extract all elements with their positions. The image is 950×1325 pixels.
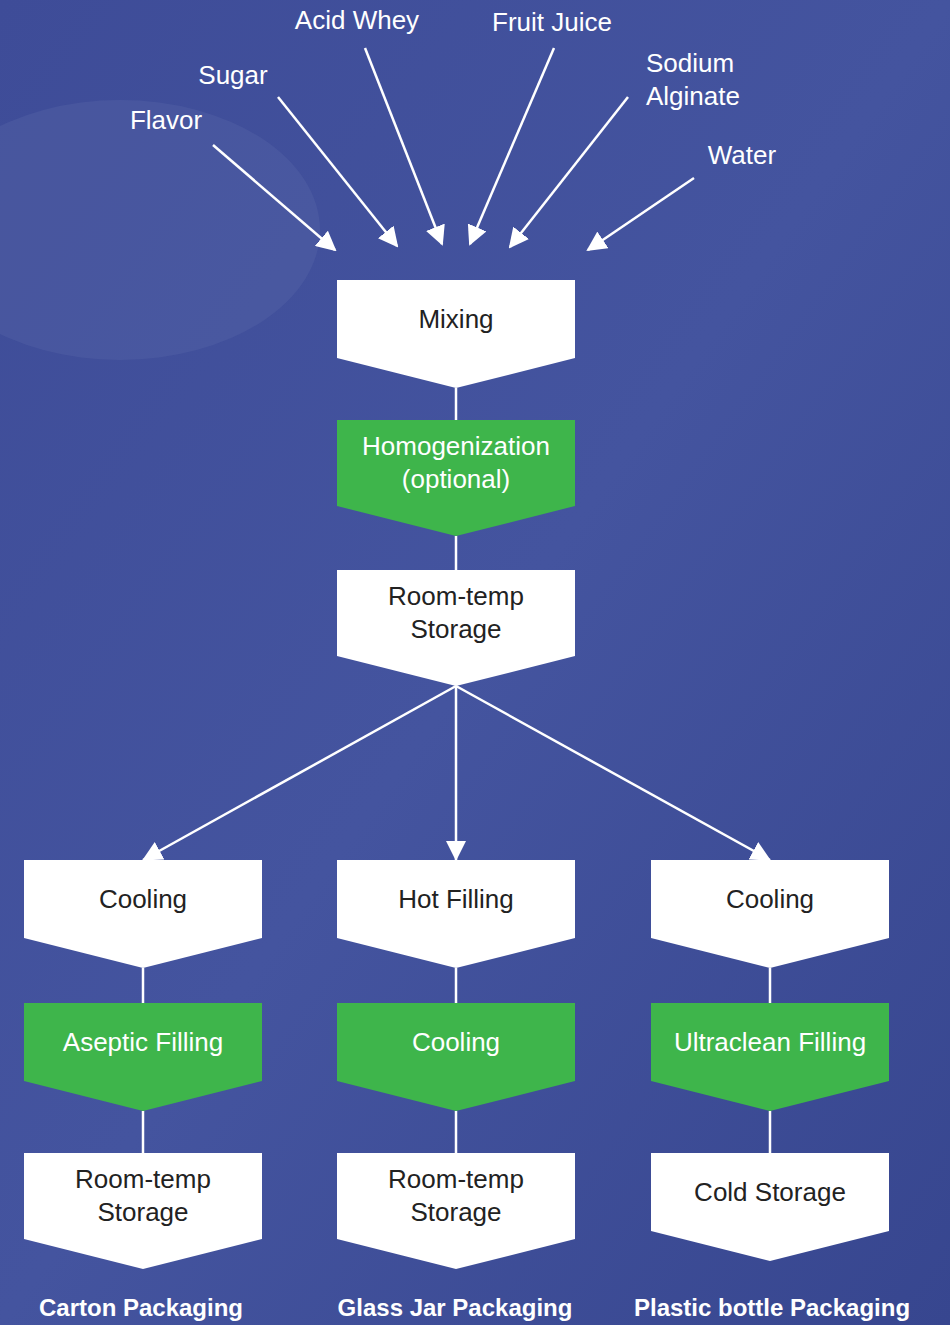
box-label: Cooling — [349, 1026, 563, 1059]
label-holder: Sugar — [198, 59, 267, 92]
packaging-label: Plastic bottle Packaging — [634, 1293, 910, 1323]
box-outline — [651, 1003, 889, 1111]
ingredient-label: Water — [708, 139, 776, 172]
box-label: Homogenization (optional) — [349, 430, 563, 496]
box-label: Aseptic Filling — [36, 1026, 250, 1059]
box-shape — [24, 860, 262, 968]
ingredient-arrow — [470, 48, 554, 244]
label-holder: Carton Packaging — [39, 1293, 243, 1323]
box-label: Hot Filling — [349, 883, 563, 916]
box-label: Ultraclean Filling — [663, 1026, 877, 1059]
label-holder: Water — [708, 139, 776, 172]
box-shape — [651, 1153, 889, 1261]
box-outline — [651, 860, 889, 968]
box-text-area: Ultraclean Filling — [651, 1003, 889, 1081]
ingredient-label: Fruit Juice — [492, 6, 612, 39]
flow-arrow — [456, 686, 770, 860]
ingredient-label: Acid Whey — [295, 4, 419, 37]
label-holder: Plastic bottle Packaging — [634, 1293, 910, 1323]
ingredient-label: Sodium Alginate — [646, 47, 766, 113]
box-text-area: Homogenization (optional) — [337, 420, 575, 506]
box-outline — [24, 1153, 262, 1269]
box-text-area: Room-temp Storage — [337, 570, 575, 656]
flow-line — [142, 1111, 145, 1153]
label-holder: Flavor — [130, 104, 202, 137]
process-box: Cold Storage — [651, 1153, 889, 1261]
box-label: Cold Storage — [663, 1176, 877, 1209]
process-box: Cooling — [24, 860, 262, 968]
box-outline — [337, 1153, 575, 1269]
process-box: Room-temp Storage — [337, 1153, 575, 1269]
flow-line — [142, 968, 145, 1003]
ingredient-arrow — [588, 178, 694, 250]
box-shape — [337, 1003, 575, 1111]
process-box: Room-temp Storage — [24, 1153, 262, 1269]
process-box: Cooling — [651, 860, 889, 968]
box-label: Room-temp Storage — [349, 580, 563, 646]
box-outline — [337, 860, 575, 968]
flow-line — [769, 1111, 772, 1153]
process-box-highlight: Aseptic Filling — [24, 1003, 262, 1111]
process-box: Mixing — [337, 280, 575, 388]
label-holder: Sodium Alginate — [646, 47, 766, 113]
box-text-area: Cooling — [24, 860, 262, 938]
flow-line — [455, 536, 458, 570]
box-shape — [24, 1003, 262, 1111]
box-shape — [651, 860, 889, 968]
ingredient-arrow — [365, 48, 442, 244]
box-label: Room-temp Storage — [349, 1163, 563, 1229]
process-box-highlight: Homogenization (optional) — [337, 420, 575, 536]
box-text-area: Mixing — [337, 280, 575, 358]
helmet-shadow — [0, 100, 320, 360]
process-box-highlight: Cooling — [337, 1003, 575, 1111]
flow-line — [769, 968, 772, 1003]
box-text-area: Room-temp Storage — [24, 1153, 262, 1239]
label-holder: Fruit Juice — [492, 6, 612, 39]
packaging-label: Carton Packaging — [39, 1293, 243, 1323]
ingredient-arrow — [213, 145, 335, 250]
flow-line — [455, 968, 458, 1003]
box-text-area: Aseptic Filling — [24, 1003, 262, 1081]
ingredient-label: Sugar — [198, 59, 267, 92]
box-shape — [651, 1003, 889, 1111]
ingredient-arrow — [278, 97, 397, 246]
flow-arrow — [143, 686, 456, 860]
ingredient-label: Flavor — [130, 104, 202, 137]
box-text-area: Room-temp Storage — [337, 1153, 575, 1239]
box-label: Cooling — [36, 883, 250, 916]
box-outline — [337, 570, 575, 686]
box-text-area: Cooling — [337, 1003, 575, 1081]
flow-arrow — [455, 686, 458, 860]
process-box: Room-temp Storage — [337, 570, 575, 686]
box-outline — [337, 420, 575, 536]
box-outline — [337, 280, 575, 388]
box-outline — [337, 1003, 575, 1111]
box-outline — [24, 860, 262, 968]
box-outline — [651, 1153, 889, 1261]
box-text-area: Hot Filling — [337, 860, 575, 938]
ingredient-arrows — [213, 48, 694, 250]
packaging-label: Glass Jar Packaging — [338, 1293, 573, 1323]
box-shape — [337, 860, 575, 968]
label-holder: Acid Whey — [295, 4, 419, 37]
flow-line — [455, 1111, 458, 1153]
ingredient-arrow — [510, 97, 628, 247]
box-label: Cooling — [663, 883, 877, 916]
box-outline — [24, 1003, 262, 1111]
process-box: Hot Filling — [337, 860, 575, 968]
box-label: Mixing — [349, 303, 563, 336]
box-label: Room-temp Storage — [36, 1163, 250, 1229]
box-shape — [337, 280, 575, 388]
process-box-highlight: Ultraclean Filling — [651, 1003, 889, 1111]
flow-line — [455, 388, 458, 420]
box-text-area: Cooling — [651, 860, 889, 938]
box-text-area: Cold Storage — [651, 1153, 889, 1231]
label-holder: Glass Jar Packaging — [338, 1293, 573, 1323]
